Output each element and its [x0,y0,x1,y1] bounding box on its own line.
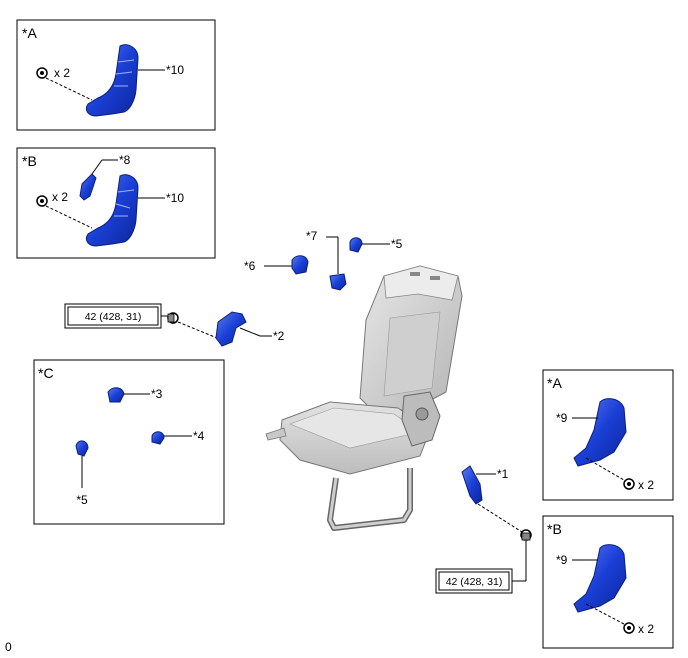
seat-side-cover-part-10 [85,44,139,117]
panel-right-a-count: x 2 [638,478,654,492]
bolt-icon [623,622,635,634]
panel-right-a-tag: *A [547,375,562,391]
callout-part-7: *7 [306,229,318,243]
group-c-callout-5: *5 [76,493,88,507]
panel-group-c-tag: *C [38,365,54,381]
panel-top-b-callout-10: *10 [166,191,184,205]
panel-top-a-callout: *10 [166,63,184,77]
leader-dashed [45,77,93,101]
callout-part-2: *2 [273,329,285,343]
hinge-cover-part-1 [461,465,483,505]
torque-value-lower: 42 (428, 31) [446,576,503,588]
figure-code: 0 [5,640,12,654]
panel-top-a-tag: *A [22,25,37,41]
seat-side-cover-part-9 [573,398,627,467]
group-c-callout-3: *3 [151,387,163,401]
panel-top-a: *A x 2 *10 [16,19,216,131]
clip-icon [36,67,48,79]
group-c-callout-4: *4 [193,429,205,443]
panel-right-a: *A *9 x 2 [542,369,674,501]
clip-cover-part-7 [329,273,347,291]
panel-top-a-count: x 2 [54,66,70,80]
panel-top-b-tag: *B [22,153,37,169]
panel-top-b-callout-8: *8 [119,153,131,167]
seat-side-cover-part-9 [573,544,627,613]
bolt-icon [623,478,635,490]
small-cover-part-8 [79,173,97,201]
cap-part-6 [291,255,309,275]
bolt-icon [520,529,532,541]
panel-right-b-tag: *B [547,521,562,537]
seat-assembly [265,265,463,531]
panel-right-a-callout: *9 [556,411,568,425]
bolt-icon [167,312,179,324]
callout-part-5: *5 [391,237,403,251]
panel-top-b-count: x 2 [52,190,68,204]
hook-part-5 [75,440,89,457]
panel-top-b: *B x 2 *8 *10 [16,147,216,259]
callout-part-6: *6 [244,259,256,273]
torque-lower: 42 (428, 31) [435,568,513,594]
panel-right-b-count: x 2 [638,622,654,636]
callout-part-1: *1 [497,467,509,481]
hook-part-5 [349,237,363,253]
panel-right-b-callout: *9 [556,553,568,567]
clip-icon [36,195,48,207]
panel-group-c: *C *3 *4 *5 [33,359,225,525]
torque-upper: 42 (428, 31) [64,303,168,329]
panel-right-b: *B *9 x 2 [542,515,674,649]
bracket-cover-part-2 [215,311,247,347]
hook-part-4 [151,431,165,445]
seat-side-cover-part-10 [85,174,139,247]
cap-part-3 [107,387,125,403]
torque-value-upper: 42 (428, 31) [85,311,142,323]
